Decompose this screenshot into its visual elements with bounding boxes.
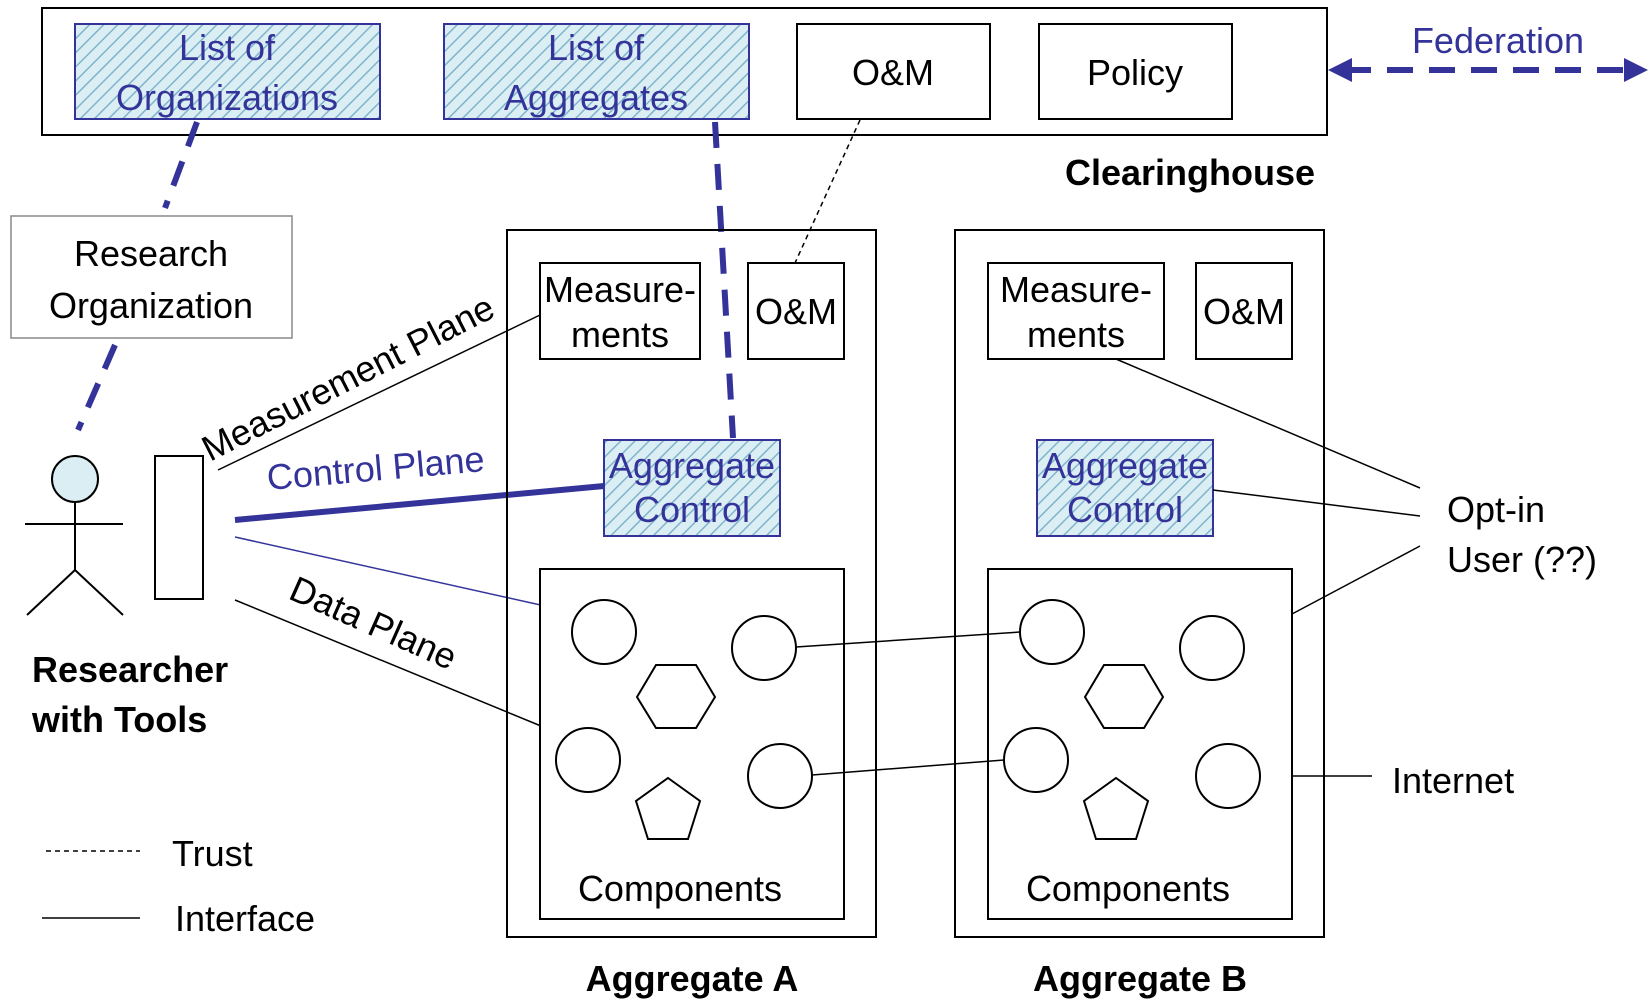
data-plane-line <box>234 599 542 727</box>
researcher-tools-box <box>154 455 204 600</box>
aggregate-a-pentagon <box>634 776 702 840</box>
research-org-line1: Research <box>74 233 228 274</box>
control-plane-label: Control Plane <box>265 438 486 498</box>
aggregate-a-control-line2: Control <box>634 489 750 530</box>
control-plane-line <box>234 483 605 523</box>
control-plane-thin-line <box>234 536 573 613</box>
opt-in-line1: Opt-in <box>1447 489 1545 530</box>
federation-arrowhead-left <box>1328 58 1352 82</box>
aggregate-b-node-2 <box>1179 615 1245 681</box>
person-head <box>51 455 99 503</box>
aggregate-b-om-box <box>1195 262 1293 360</box>
aggregate-a-node-1 <box>571 599 637 665</box>
aggregate-b-measurements-box <box>987 262 1165 360</box>
federation-arrowhead-right <box>1624 58 1648 82</box>
trust-link-om <box>794 119 861 264</box>
aggregate-b-control-box <box>1036 439 1214 537</box>
legend-trust-label: Trust <box>172 833 253 874</box>
aggregate-a-measurements-box <box>539 262 701 360</box>
aggregate-a-label: Aggregate A <box>586 958 799 999</box>
optin-control-link <box>1212 489 1421 517</box>
legend-interface-label: Interface <box>175 898 315 939</box>
aggregate-a-node-3 <box>555 727 621 793</box>
aggregate-b-components-label: Components <box>1026 868 1230 909</box>
aggregate-a-om-label: O&M <box>755 291 837 332</box>
aggregate-b-node-3 <box>1003 727 1069 793</box>
aggregate-b-measurements-line2: ments <box>1027 314 1125 355</box>
clearinghouse: List of Organizations List of Aggregates… <box>41 7 1328 193</box>
aggregate-b-box <box>954 229 1325 938</box>
clearinghouse-label: Clearinghouse <box>1065 152 1315 193</box>
aggregates-to-control-link <box>712 121 736 439</box>
optin-measurements-link <box>1115 358 1421 489</box>
research-organization-box: Research Organization <box>10 215 293 339</box>
list-of-aggregates-box: List of Aggregates <box>443 23 750 120</box>
aggregate-b-label: Aggregate B <box>1033 958 1247 999</box>
aggregate-a-box <box>506 229 877 938</box>
aggregate-b-node-4 <box>1195 743 1261 809</box>
aggregate-a-hexagon <box>635 664 717 729</box>
aggregate-a-node-2 <box>731 615 797 681</box>
researcher-line2: with Tools <box>31 699 207 740</box>
legend: Trust Interface <box>42 833 315 939</box>
clearinghouse-om-box: O&M <box>796 23 991 120</box>
aggregate-a-measurements-line2: ments <box>571 314 669 355</box>
list-aggs-line2: Aggregates <box>504 77 688 118</box>
policy-box: Policy <box>1038 23 1233 120</box>
clearinghouse-om-label: O&M <box>852 52 934 93</box>
federation-arrow: Federation <box>1328 20 1648 82</box>
federation-label: Federation <box>1412 20 1584 61</box>
measurement-plane-line <box>217 314 541 471</box>
aggregate-b-pentagon <box>1082 776 1150 840</box>
aggregate-a: Measure- ments O&M Aggregate Control Com… <box>506 229 877 999</box>
aggregate-b-node-1 <box>1019 599 1085 665</box>
list-orgs-line1: List of <box>179 27 276 68</box>
optin-components-link <box>1291 545 1421 615</box>
aggregate-a-components-label: Components <box>578 868 782 909</box>
opt-in-line2: User (??) <box>1447 539 1597 580</box>
list-aggs-line1: List of <box>548 27 645 68</box>
aggregate-a-node-4 <box>747 743 813 809</box>
link-a2-b1 <box>795 631 1021 648</box>
aggregate-b-measurements-line1: Measure- <box>1000 269 1152 310</box>
internet-label: Internet <box>1392 760 1514 801</box>
aggregate-b: Measure- ments O&M Aggregate Control Com… <box>954 229 1325 999</box>
research-org-line2: Organization <box>49 285 253 326</box>
orgs-to-research-org-link <box>162 120 200 210</box>
list-orgs-line2: Organizations <box>116 77 338 118</box>
aggregate-a-measurements-line1: Measure- <box>544 269 696 310</box>
data-plane-label: Data Plane <box>284 568 463 678</box>
link-a4-b3 <box>811 759 1005 776</box>
list-of-organizations-box: List of Organizations <box>74 23 381 120</box>
aggregate-b-hexagon <box>1083 664 1165 729</box>
research-org-to-researcher-link <box>75 343 118 432</box>
researcher-line1: Researcher <box>32 649 228 690</box>
aggregate-b-om-label: O&M <box>1203 291 1285 332</box>
aggregate-a-control-line1: Aggregate <box>609 445 775 486</box>
aggregate-a-control-box <box>603 439 781 537</box>
aggregate-b-control-line1: Aggregate <box>1042 445 1208 486</box>
aggregate-b-control-line2: Control <box>1067 489 1183 530</box>
policy-label: Policy <box>1087 52 1183 93</box>
aggregate-a-om-box <box>747 262 845 360</box>
researcher-figure <box>25 455 124 616</box>
